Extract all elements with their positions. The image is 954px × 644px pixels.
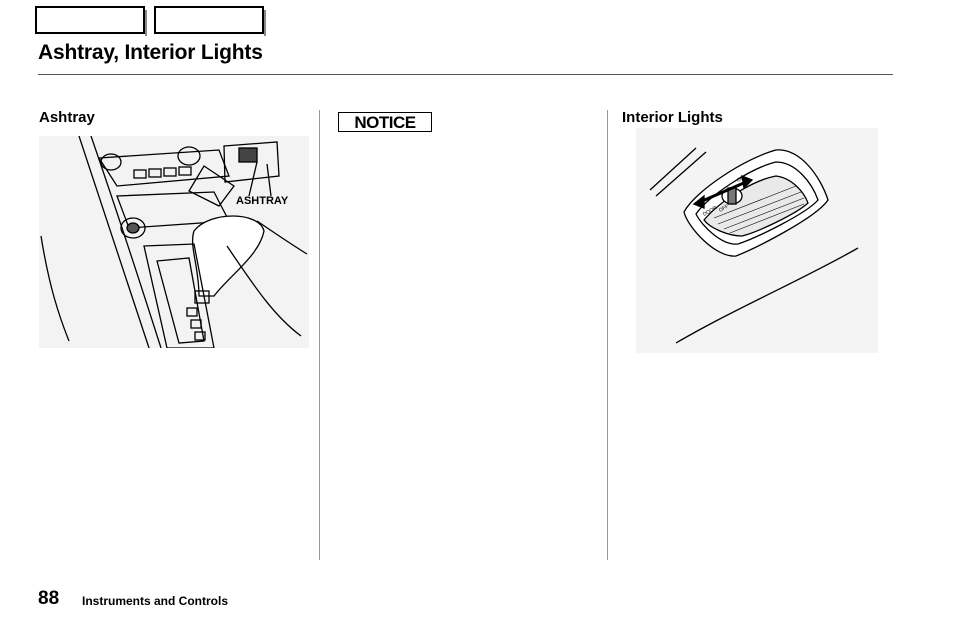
section-name: Instruments and Controls	[82, 594, 229, 608]
page-title: Ashtray, Interior Lights	[38, 41, 263, 64]
switch-position-label: ON	[736, 175, 746, 184]
column-divider-right	[607, 110, 608, 560]
page-number: 88	[38, 588, 60, 609]
ashtray-heading: Ashtray	[39, 109, 95, 126]
ashtray-illustration	[39, 136, 309, 348]
notice-label: NOTICE	[338, 112, 432, 132]
title-divider	[38, 74, 893, 75]
nav-next-button[interactable]	[154, 6, 266, 36]
switch-position-label: OFF	[718, 204, 730, 214]
column-divider-left	[319, 110, 320, 560]
nav-previous-button[interactable]	[35, 6, 147, 36]
interior-lights-heading: Interior Lights	[622, 109, 723, 126]
ashtray-callout-label: ASHTRAY	[236, 195, 289, 207]
